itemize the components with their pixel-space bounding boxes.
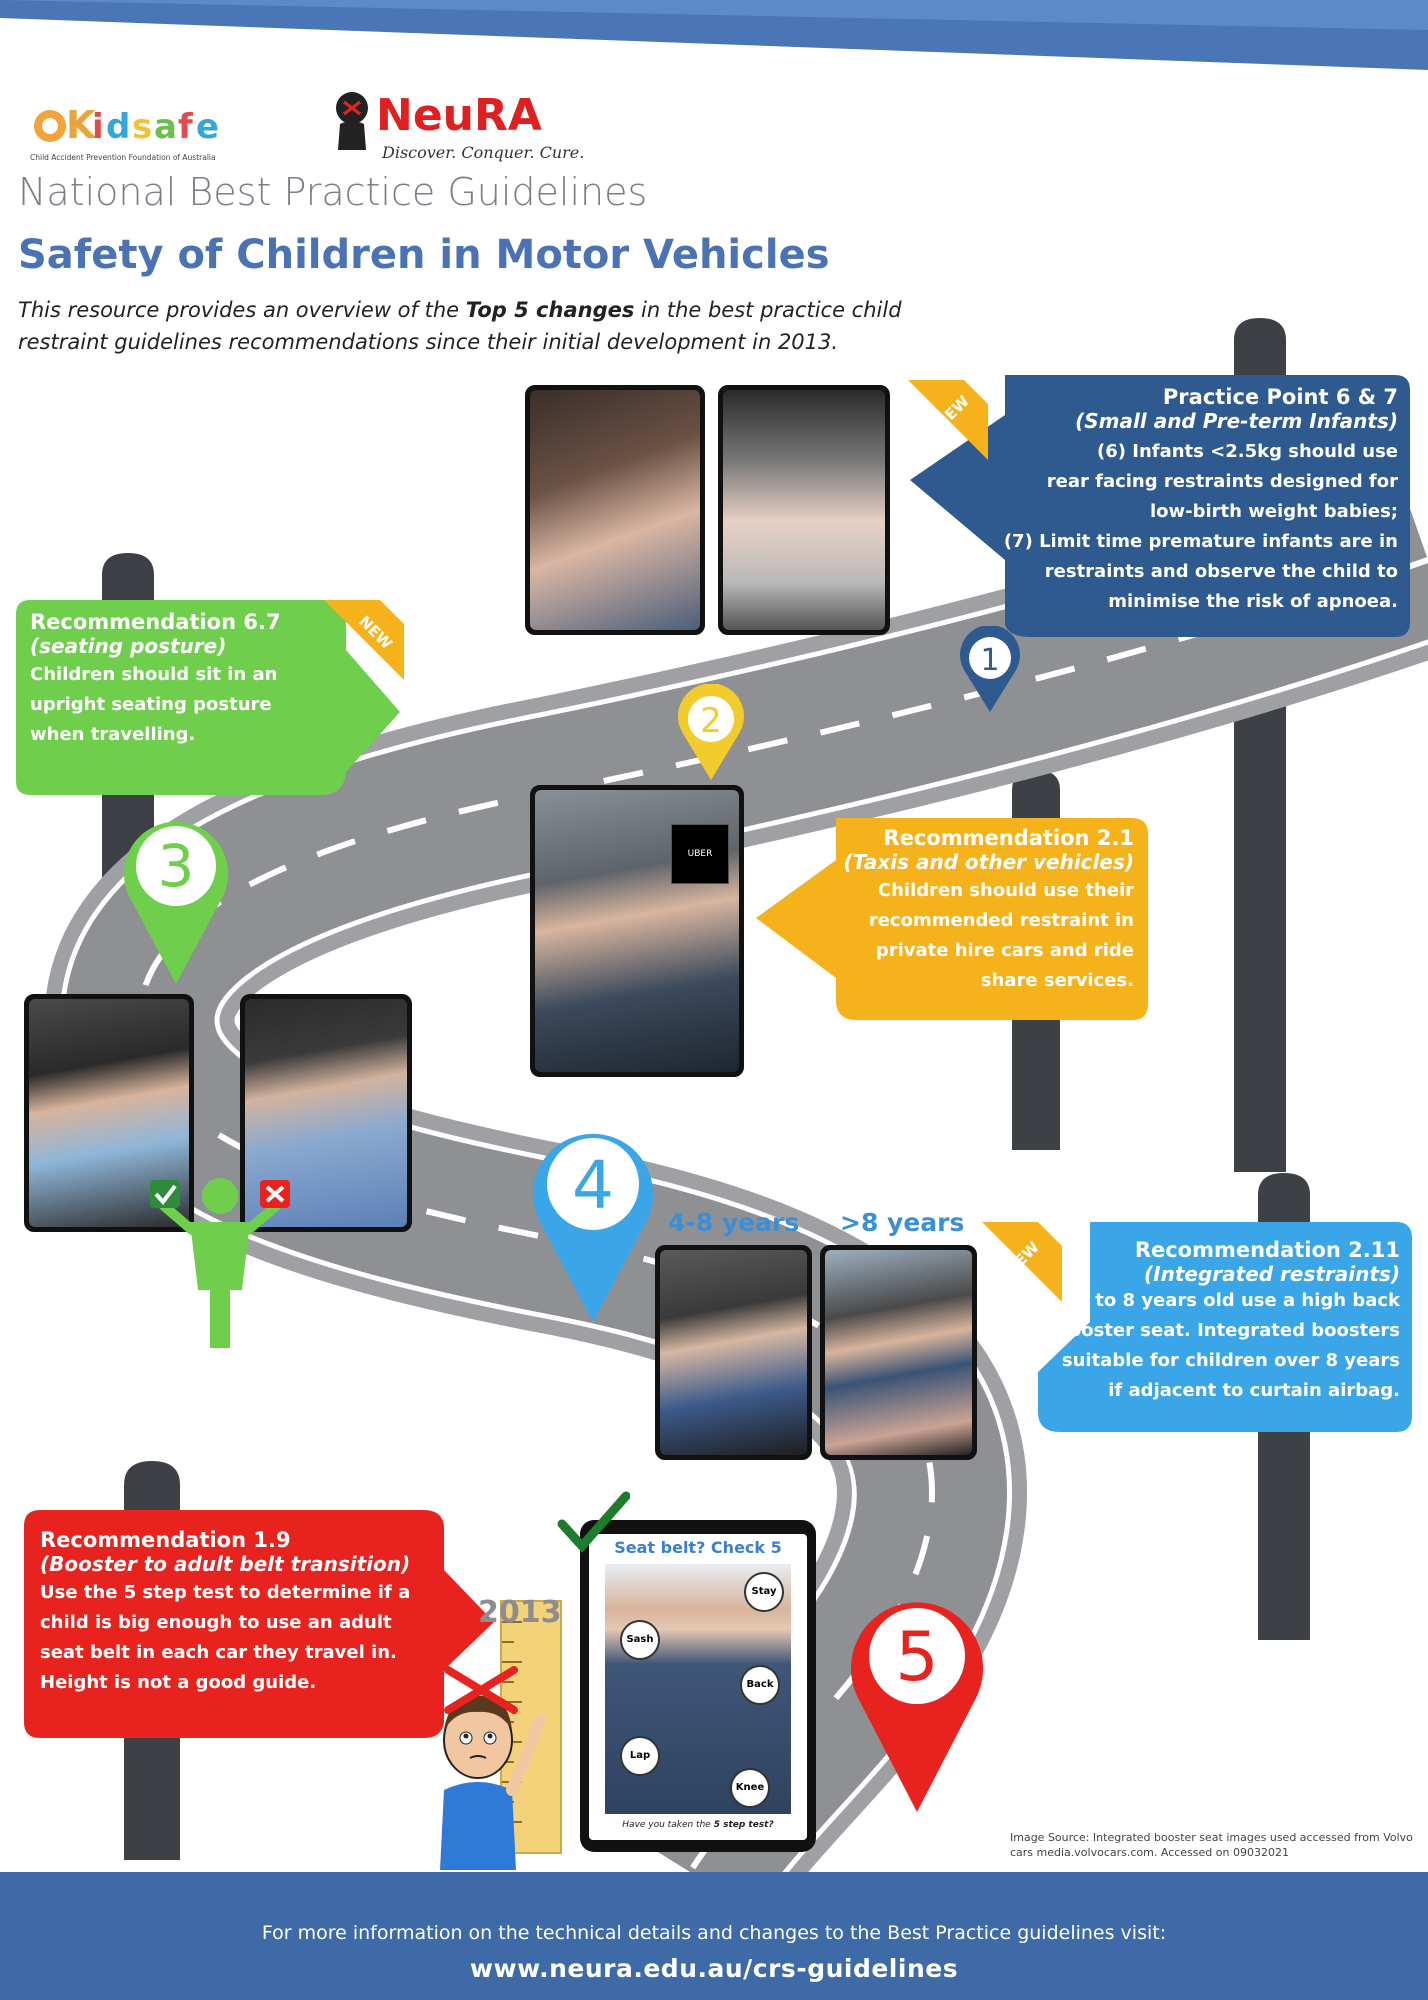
top-banner bbox=[0, 0, 1428, 70]
card-line: booster seat. Integrated boosters bbox=[1056, 1320, 1400, 1341]
card-line: if adjacent to curtain airbag. bbox=[1108, 1380, 1400, 1401]
check-point-stay: Stay bbox=[744, 1572, 784, 1612]
svg-text:5: 5 bbox=[895, 1618, 938, 1697]
new-badge: NEW bbox=[324, 600, 404, 680]
card-line: suitable for children over 8 years bbox=[1061, 1350, 1400, 1371]
age-label-4-8: 4-8 years bbox=[668, 1208, 800, 1237]
card-line: Use the 5 step test to determine if a bbox=[40, 1582, 411, 1603]
photo-taxi-child: UBER bbox=[530, 785, 744, 1077]
person-posture-icon bbox=[150, 1178, 290, 1348]
svg-text:f: f bbox=[178, 107, 194, 147]
footer-link[interactable]: www.neura.edu.au/crs-guidelines bbox=[469, 1954, 959, 1983]
card-heading: Recommendation 2.11 bbox=[1134, 1238, 1400, 1262]
card-subheading: (Taxis and other vehicles) bbox=[843, 850, 1135, 874]
card-line: Up to 8 years old use a high back bbox=[1061, 1290, 1400, 1311]
card-line: Height is not a good guide. bbox=[40, 1672, 317, 1693]
marker-1: 1 bbox=[960, 626, 1020, 712]
kidsafe-tagline: Child Accident Prevention Foundation of … bbox=[30, 153, 216, 162]
card-line: low-birth weight babies; bbox=[1149, 501, 1398, 522]
seatbelt-check-card: Seat belt? Check 5 Have you taken the 5 … bbox=[580, 1520, 816, 1852]
card-heading: Recommendation 2.1 bbox=[883, 826, 1134, 850]
check-point-knee: Knee bbox=[730, 1768, 770, 1808]
card-line: seat belt in each car they travel in. bbox=[40, 1642, 397, 1663]
card-line: Children should use their bbox=[877, 880, 1134, 901]
marker-2: 2 bbox=[678, 684, 744, 780]
photo-booster-8-plus bbox=[820, 1245, 977, 1460]
card-line: restraints and observe the child to bbox=[1044, 561, 1398, 582]
check-title: Seat belt? Check 5 bbox=[614, 1538, 782, 1557]
marker-5: 5 bbox=[851, 1602, 983, 1812]
height-chart-year: 2013 bbox=[478, 1595, 562, 1630]
photo-infant-1 bbox=[525, 385, 705, 635]
intro-text: This resource provides an overview of th… bbox=[18, 298, 902, 354]
card-line: private hire cars and ride bbox=[875, 940, 1134, 961]
card-line: (6) Infants <2.5kg should use bbox=[1097, 441, 1398, 462]
card-heading: Practice Point 6 & 7 bbox=[1162, 385, 1398, 409]
check-mark-icon bbox=[557, 1491, 630, 1553]
card-line: when travelling. bbox=[30, 724, 196, 745]
svg-text:s: s bbox=[132, 107, 152, 147]
marker-4: 4 bbox=[533, 1133, 653, 1322]
card-subheading: (Integrated restraints) bbox=[1144, 1262, 1400, 1286]
svg-text:NeuRA: NeuRA bbox=[376, 90, 542, 141]
card-recommendation-6-7: Recommendation 6.7 (seating posture) Chi… bbox=[16, 600, 400, 795]
new-badge: NEW bbox=[908, 380, 988, 460]
photo-booster-4-8 bbox=[655, 1245, 812, 1460]
svg-text:i: i bbox=[92, 107, 104, 147]
svg-text:K: K bbox=[66, 103, 97, 147]
svg-text:2: 2 bbox=[700, 701, 722, 741]
card-recommendation-1-9: Recommendation 1.9 (Booster to adult bel… bbox=[24, 1510, 494, 1738]
svg-text:a: a bbox=[154, 107, 177, 147]
page-subtitle: Safety of Children in Motor Vehicles bbox=[18, 232, 830, 278]
check-footer: Have you taken the 5 step test? bbox=[622, 1820, 774, 1830]
check-point-back: Back bbox=[740, 1665, 780, 1705]
card-line: recommended restraint in bbox=[868, 910, 1134, 931]
photo-infant-2 bbox=[718, 385, 890, 635]
neura-logo: NeuRA Discover. Conquer. Cure. bbox=[330, 80, 620, 170]
check-point-sash: Sash bbox=[620, 1620, 660, 1660]
card-line: Children should sit in an bbox=[30, 664, 278, 685]
marker-3: 3 bbox=[124, 821, 228, 984]
card-practice-point-6-7: Practice Point 6 & 7 (Small and Pre-term… bbox=[910, 375, 1410, 637]
svg-text:d: d bbox=[106, 107, 130, 147]
neura-tagline: Discover. Conquer. Cure. bbox=[381, 143, 584, 162]
card-line: minimise the risk of apnoea. bbox=[1108, 591, 1398, 612]
card-recommendation-2-1: Recommendation 2.1 (Taxis and other vehi… bbox=[756, 818, 1148, 1020]
new-badge: NEW bbox=[982, 1222, 1062, 1302]
card-line: upright seating posture bbox=[30, 694, 272, 715]
card-line: share services. bbox=[980, 970, 1134, 991]
card-line: rear facing restraints designed for bbox=[1046, 471, 1398, 492]
svg-text:1: 1 bbox=[980, 643, 999, 678]
taxi-sign: UBER bbox=[671, 824, 729, 884]
kidsafe-logo: K i d s a f e Child Accident Prevention … bbox=[28, 86, 238, 166]
svg-text:e: e bbox=[196, 107, 219, 147]
card-line: child is big enough to use an adult bbox=[40, 1612, 392, 1633]
card-subheading: (Small and Pre-term Infants) bbox=[1075, 409, 1398, 433]
card-heading: Recommendation 6.7 bbox=[30, 610, 281, 634]
card-heading: Recommendation 1.9 bbox=[40, 1528, 291, 1552]
image-source-note: Image Source: Integrated booster seat im… bbox=[1010, 1831, 1413, 1859]
check-point-lap: Lap bbox=[620, 1736, 660, 1776]
page-title: National Best Practice Guidelines bbox=[18, 170, 648, 214]
card-subheading: (seating posture) bbox=[30, 634, 227, 658]
child-cartoon-icon bbox=[440, 1666, 546, 1870]
footer: For more information on the technical de… bbox=[0, 1872, 1428, 2000]
footer-text: For more information on the technical de… bbox=[261, 1922, 1167, 1944]
age-label-8-plus: >8 years bbox=[840, 1208, 965, 1237]
card-line: (7) Limit time premature infants are in bbox=[1003, 531, 1398, 552]
svg-text:4: 4 bbox=[572, 1147, 614, 1224]
card-subheading: (Booster to adult belt transition) bbox=[40, 1552, 411, 1576]
card-recommendation-2-11: Recommendation 2.11 (Integrated restrain… bbox=[1030, 1222, 1412, 1432]
svg-text:3: 3 bbox=[158, 832, 195, 900]
